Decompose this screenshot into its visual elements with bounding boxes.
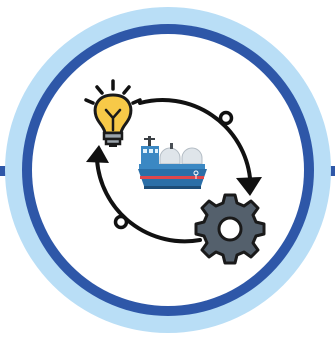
arrowhead-down-icon	[236, 177, 262, 196]
lightbulb-icon	[84, 79, 142, 147]
cycle-arrows-icon	[95, 98, 252, 244]
gear-icon	[194, 193, 266, 265]
lng-tanker-ship-icon	[138, 136, 207, 189]
arc-node-top	[218, 110, 234, 126]
arrowhead-up-icon	[86, 145, 109, 163]
arc-node-bottom	[113, 214, 129, 230]
